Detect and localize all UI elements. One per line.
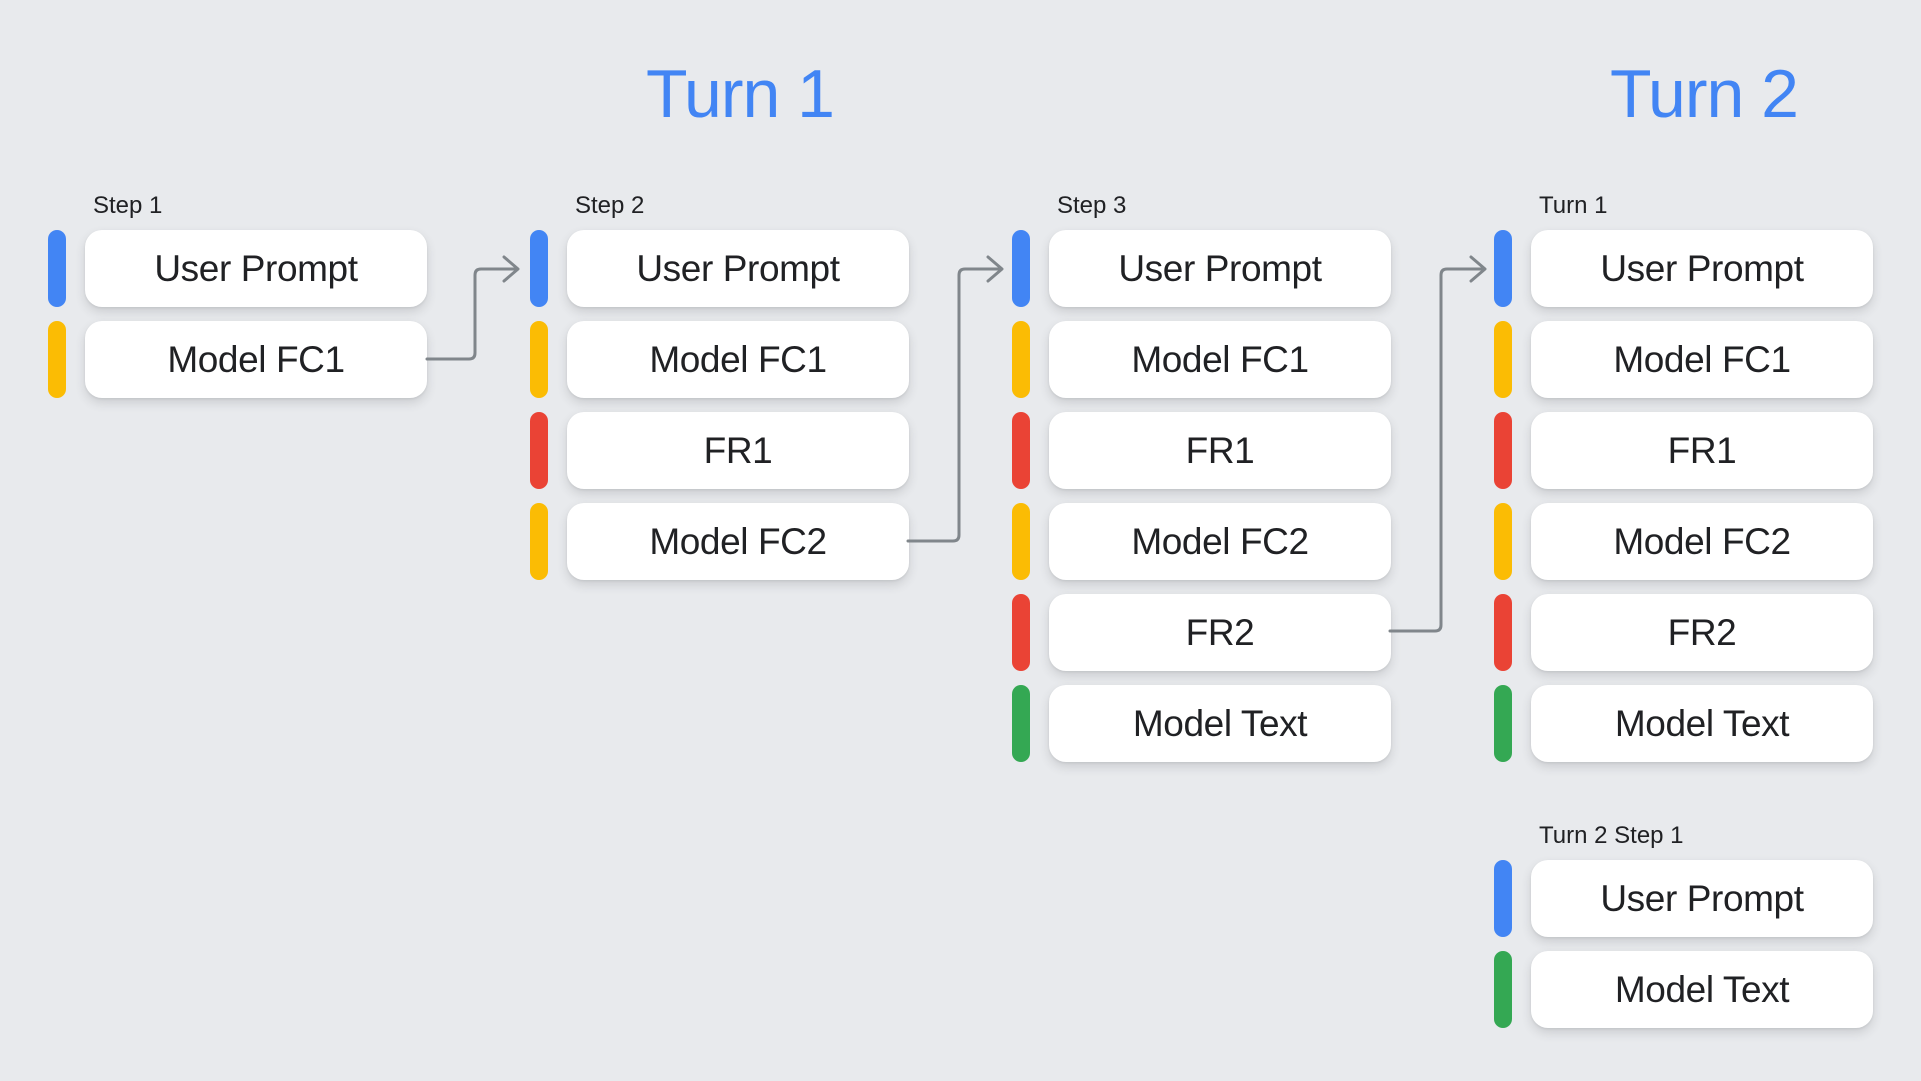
message-row: Model FC1 [530,321,909,398]
message-row: FR1 [1494,412,1873,489]
message-row: Model Text [1494,685,1873,762]
box-model-fc1: Model FC1 [567,321,909,398]
box-user-prompt: User Prompt [1531,230,1873,307]
message-row: Model FC2 [1494,503,1873,580]
box-label: FR2 [1667,611,1737,653]
turn-2-title: Turn 2 [1609,56,1799,132]
box-label: Model FC1 [1131,338,1309,380]
model-function-call-color-bar [1494,321,1512,398]
box-model-fc2: Model FC2 [567,503,909,580]
group-label: Step 3 [1057,192,1127,219]
group-label: Step 2 [575,192,645,219]
user-prompt-color-bar [48,230,66,307]
user-prompt-color-bar [1494,860,1512,937]
box-label: Model Text [1614,702,1790,744]
box-label: Model FC2 [649,520,827,562]
message-row: User Prompt [1012,230,1391,307]
connector-arrow-step2-to-step3 [906,255,1004,543]
model-function-call-color-bar [530,321,548,398]
box-label: FR1 [1185,429,1255,471]
connector-arrow-step1-to-step2 [425,255,520,361]
box-label: User Prompt [636,247,840,289]
box-label: Model FC1 [167,338,345,380]
model-function-call-color-bar [1012,503,1030,580]
box-label: Model FC2 [1131,520,1309,562]
box-model-fc1: Model FC1 [85,321,427,398]
turn-1-title: Turn 1 [645,56,835,132]
box-model-fc2: Model FC2 [1049,503,1391,580]
model-function-call-color-bar [1012,321,1030,398]
box-label: FR1 [1667,429,1737,471]
box-label: Model Text [1614,968,1790,1010]
box-user-prompt: User Prompt [567,230,909,307]
message-row: Model Text [1494,951,1873,1028]
box-label: User Prompt [1600,877,1804,919]
message-row: Model FC1 [1494,321,1873,398]
box-label: Model FC2 [1613,520,1791,562]
message-row: User Prompt [1494,230,1873,307]
box-label: FR2 [1185,611,1255,653]
model-text-color-bar [1494,685,1512,762]
model-function-call-color-bar [48,321,66,398]
user-prompt-color-bar [1012,230,1030,307]
message-row: FR1 [530,412,909,489]
group-label: Step 1 [93,192,163,219]
box-fr1: FR1 [567,412,909,489]
message-row: FR1 [1012,412,1391,489]
function-response-color-bar [1494,412,1512,489]
message-row: FR2 [1012,594,1391,671]
message-row: FR2 [1494,594,1873,671]
box-user-prompt: User Prompt [1049,230,1391,307]
box-model-fc2: Model FC2 [1531,503,1873,580]
box-fr1: FR1 [1049,412,1391,489]
box-model-fc1: Model FC1 [1531,321,1873,398]
box-label: Model FC1 [1613,338,1791,380]
function-response-color-bar [530,412,548,489]
box-model-text: Model Text [1049,685,1391,762]
box-label: Model Text [1132,702,1308,744]
user-prompt-color-bar [530,230,548,307]
function-response-color-bar [1012,412,1030,489]
box-label: User Prompt [1118,247,1322,289]
user-prompt-color-bar [1494,230,1512,307]
box-fr2: FR2 [1531,594,1873,671]
message-row: Model FC1 [1012,321,1391,398]
message-row: Model Text [1012,685,1391,762]
function-response-color-bar [1012,594,1030,671]
box-label: FR1 [703,429,773,471]
function-response-color-bar [1494,594,1512,671]
box-label: Model FC1 [649,338,827,380]
message-row: Model FC2 [1012,503,1391,580]
message-row: Model FC1 [48,321,427,398]
box-user-prompt: User Prompt [85,230,427,307]
box-model-text: Model Text [1531,951,1873,1028]
group-label: Turn 2 Step 1 [1539,822,1684,849]
model-text-color-bar [1012,685,1030,762]
message-row: User Prompt [1494,860,1873,937]
message-row: Model FC2 [530,503,909,580]
connector-arrow-step3-to-turn1 [1388,255,1487,633]
model-function-call-color-bar [530,503,548,580]
message-row: User Prompt [530,230,909,307]
group-label: Turn 1 [1539,192,1608,219]
model-text-color-bar [1494,951,1512,1028]
box-user-prompt: User Prompt [1531,860,1873,937]
box-label: User Prompt [1600,247,1804,289]
model-function-call-color-bar [1494,503,1512,580]
box-model-fc1: Model FC1 [1049,321,1391,398]
box-fr2: FR2 [1049,594,1391,671]
box-fr1: FR1 [1531,412,1873,489]
box-label: User Prompt [154,247,358,289]
box-model-text: Model Text [1531,685,1873,762]
message-row: User Prompt [48,230,427,307]
